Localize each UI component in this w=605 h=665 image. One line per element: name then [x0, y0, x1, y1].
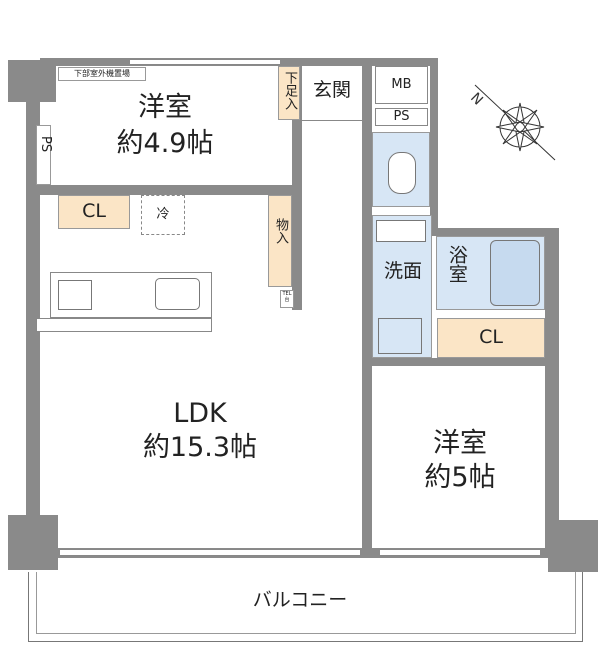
entrance-step — [300, 120, 362, 121]
bathroom-text: 浴室 — [445, 245, 468, 283]
balcony-label: バルコニー — [252, 589, 348, 611]
stove-icon — [58, 280, 92, 310]
sink-icon — [155, 278, 200, 310]
entrance-label: 玄関 — [312, 79, 351, 101]
fridge-space: 冷 — [141, 195, 185, 235]
ps-right-text: PS — [393, 109, 410, 124]
western1-name: 洋室 — [138, 92, 192, 123]
shoe-storage: 下足入 — [278, 66, 300, 120]
outdoor-unit-text: 下部室外機置場 — [74, 69, 130, 78]
compass-icon: N — [467, 84, 556, 161]
kitchen-back-counter — [36, 318, 212, 332]
wall-right-upper — [430, 58, 438, 233]
wall-left — [26, 60, 40, 560]
window-ldk — [60, 549, 360, 556]
wall-bottom-left-block — [8, 515, 58, 570]
mb-box: MB — [375, 66, 428, 104]
tel-stand: TEL台 — [280, 290, 294, 308]
ps-left: PS — [36, 125, 53, 185]
wall-hall-left — [292, 60, 302, 310]
bathtub-icon — [490, 240, 540, 306]
western2-size: 約5帖 — [424, 462, 496, 493]
mb-text: MB — [391, 77, 412, 92]
storage: 物入 — [268, 195, 292, 287]
window-western2 — [380, 549, 540, 556]
closet-2: CL — [437, 318, 545, 358]
ldk-size: 約15.3帖 — [142, 432, 258, 463]
wall-hall-right — [362, 60, 372, 550]
wall-inner-western1 — [40, 185, 302, 195]
washbasin-icon — [376, 220, 426, 242]
ldk-name: LDK — [173, 398, 227, 429]
closet-1-text: CL — [82, 200, 106, 222]
closet-1: CL — [58, 195, 130, 229]
western2-name: 洋室 — [433, 428, 487, 459]
balcony — [28, 572, 583, 642]
shoe-storage-text: 下足入 — [281, 71, 297, 110]
storage-text: 物入 — [272, 218, 288, 244]
balcony-rail — [36, 572, 576, 634]
ps-right: PS — [375, 108, 428, 126]
tel-text: TEL台 — [282, 291, 292, 303]
closet-2-text: CL — [479, 326, 503, 348]
outdoor-unit-label: 下部室外機置場 — [58, 67, 146, 81]
wall-western2-top — [362, 358, 552, 366]
toilet-icon — [388, 152, 416, 194]
window-western1 — [130, 59, 280, 65]
western1-size: 約4.9帖 — [116, 128, 214, 159]
wall-right — [545, 228, 559, 550]
fridge-text: 冷 — [156, 207, 170, 222]
wall-bottom-right-block — [548, 520, 598, 572]
washroom-text: 洗面 — [383, 260, 422, 282]
wall-bath-top — [430, 228, 555, 236]
washing-machine-icon — [378, 318, 422, 354]
ps-left-text: PS — [37, 136, 53, 153]
